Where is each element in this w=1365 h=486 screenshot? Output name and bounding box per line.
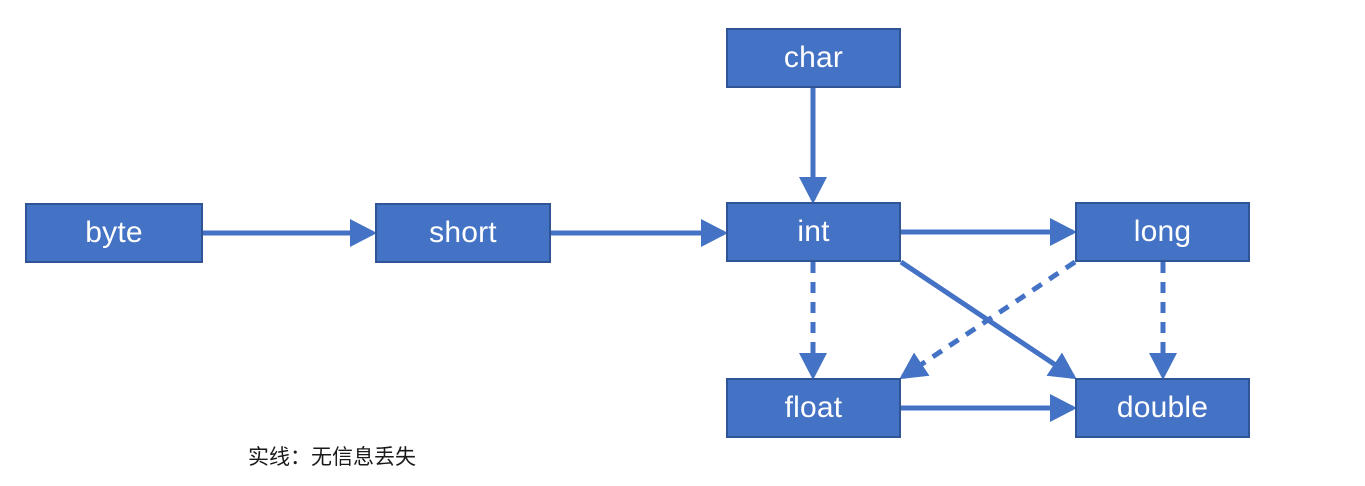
edge-int-to-double bbox=[899, 259, 1077, 380]
node-long[interactable]: long bbox=[1075, 202, 1250, 262]
node-short[interactable]: short bbox=[375, 203, 551, 263]
node-double[interactable]: double bbox=[1075, 378, 1250, 438]
legend-line-solid: 实线：无信息丢失 bbox=[248, 446, 416, 469]
edge-long-to-float bbox=[899, 259, 1077, 380]
node-int[interactable]: int bbox=[726, 202, 901, 262]
node-char[interactable]: char bbox=[726, 28, 901, 88]
node-byte[interactable]: byte bbox=[25, 203, 203, 263]
node-float[interactable]: float bbox=[726, 378, 901, 438]
legend: 实线：无信息丢失 虚线：精度损失 bbox=[248, 383, 416, 486]
